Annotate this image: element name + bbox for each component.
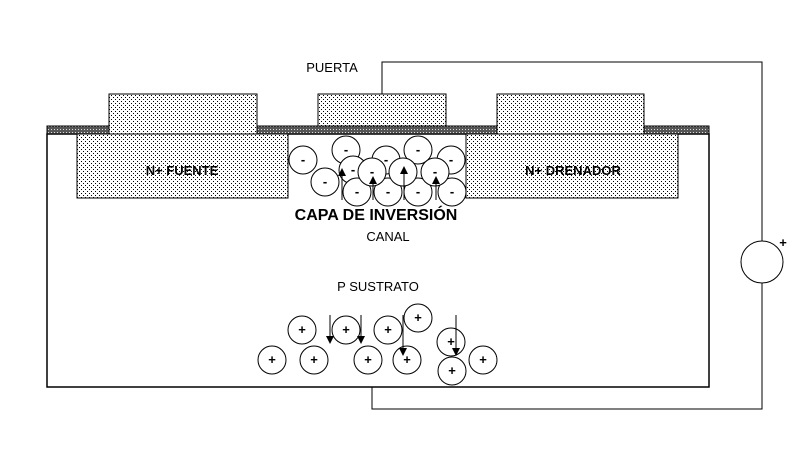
channel-label: CANAL	[366, 229, 409, 244]
svg-text:-: -	[355, 184, 359, 199]
svg-text:-: -	[449, 152, 453, 167]
svg-text:-: -	[401, 164, 405, 179]
svg-text:+: +	[479, 352, 487, 367]
electron: -	[373, 177, 403, 207]
svg-text:+: +	[268, 352, 276, 367]
svg-text:+: +	[384, 322, 392, 337]
svg-text:-: -	[433, 164, 437, 179]
svg-text:-: -	[351, 162, 355, 177]
hole: +	[392, 345, 422, 375]
electron: -	[403, 135, 433, 165]
svg-text:-: -	[301, 152, 305, 167]
svg-text:-: -	[416, 142, 420, 157]
hole: +	[403, 303, 433, 333]
electron: -	[357, 157, 387, 187]
hole: +	[257, 345, 287, 375]
electron: -	[342, 177, 372, 207]
electron-group: - - - - - - - - - - - - - -	[288, 135, 467, 207]
electron: -	[420, 157, 450, 187]
hole: +	[331, 315, 361, 345]
hole: +	[468, 345, 498, 375]
gate-label: PUERTA	[306, 60, 358, 75]
svg-text:+: +	[342, 322, 350, 337]
svg-text:+: +	[448, 363, 456, 378]
hole-arrows	[326, 315, 460, 356]
svg-text:+: +	[364, 352, 372, 367]
source-region	[76, 133, 289, 199]
svg-text:+: +	[403, 352, 411, 367]
hole: +	[437, 356, 467, 386]
source-label: N+ FUENTE	[146, 163, 219, 178]
drain-label: N+ DRENADOR	[525, 163, 621, 178]
hole-group: + + + + + + + + + + +	[257, 303, 498, 386]
hole: +	[299, 345, 329, 375]
source-contact	[108, 93, 258, 135]
svg-text:+: +	[447, 334, 455, 349]
svg-text:-: -	[370, 164, 374, 179]
electron-arrows	[338, 166, 440, 200]
hole: +	[373, 315, 403, 345]
electron: -	[310, 167, 340, 197]
substrate-label: P SUSTRATO	[337, 279, 419, 294]
svg-text:-: -	[386, 184, 390, 199]
gate-wire	[381, 61, 763, 241]
electron: -	[288, 145, 318, 175]
electron: -	[388, 157, 418, 187]
hole: +	[436, 327, 466, 357]
svg-text:-: -	[344, 142, 348, 157]
svg-text:-: -	[416, 184, 420, 199]
inversion-layer-label: CAPA DE INVERSIÓN	[295, 205, 458, 224]
gate-contact	[317, 93, 447, 127]
hole: +	[287, 315, 317, 345]
electron: -	[437, 177, 467, 207]
battery-symbol	[740, 240, 784, 284]
svg-text:-: -	[450, 184, 454, 199]
svg-text:+: +	[298, 322, 306, 337]
hole: +	[353, 345, 383, 375]
battery-plus-label: +	[779, 235, 787, 250]
svg-text:-: -	[323, 174, 327, 189]
svg-text:+: +	[310, 352, 318, 367]
substrate-wire	[371, 283, 763, 410]
svg-text:-: -	[384, 152, 388, 167]
drain-region	[465, 133, 679, 199]
drain-contact	[496, 93, 645, 135]
svg-text:+: +	[414, 310, 422, 325]
